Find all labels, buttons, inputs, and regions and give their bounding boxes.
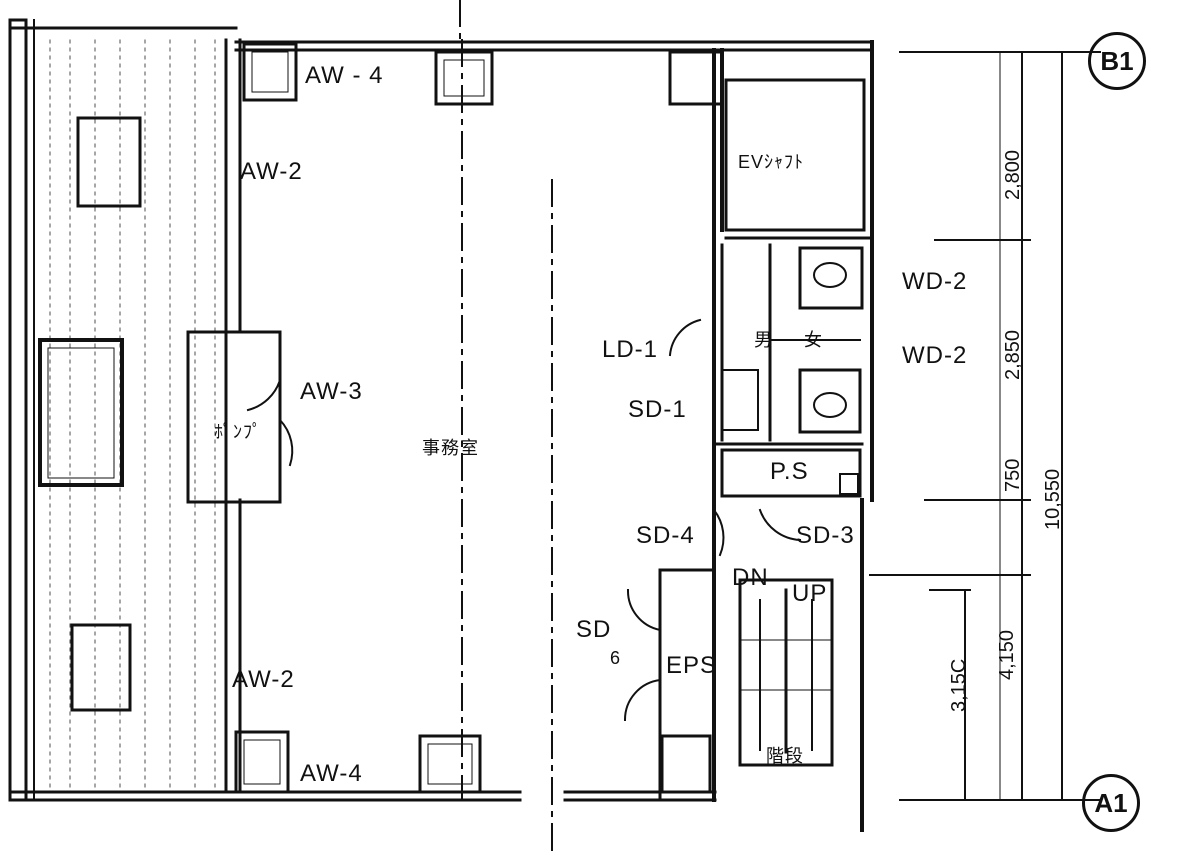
- column-box: [70, 623, 132, 712]
- label-stair: 階段: [766, 746, 804, 766]
- pump-room: [186, 330, 294, 504]
- dimension-2850: 2,850: [1002, 329, 1024, 380]
- dimension-4150: 4,150: [996, 629, 1018, 680]
- label-sd1: SD-1: [628, 396, 687, 423]
- label-dn: DN: [732, 564, 769, 591]
- center-lines: [459, 0, 553, 851]
- dimension-750: 750: [1002, 458, 1024, 492]
- axis-marker-b1: B1: [1088, 32, 1146, 90]
- column-solid: [38, 338, 124, 487]
- label-aw2-top: AW-2: [240, 158, 303, 185]
- label-ps: P.S: [770, 458, 809, 485]
- label-aw2-bottom: AW-2: [232, 666, 295, 693]
- left-exterior-wall: [8, 18, 238, 802]
- axis-marker-a1: A1: [1082, 774, 1140, 832]
- dimension-10550: 10,550: [1042, 468, 1064, 530]
- label-sd-number: 6: [610, 648, 622, 668]
- column-top-mid: [434, 50, 494, 106]
- label-aw4-bottom: AW-4: [300, 760, 363, 787]
- ev-shaft: [724, 78, 866, 232]
- label-aw4-top: AW - 4: [305, 62, 384, 89]
- column-box: [76, 116, 142, 208]
- pipe-shaft: [720, 448, 862, 498]
- label-aw3: AW-3: [300, 378, 363, 405]
- label-wc-female: 女: [804, 330, 823, 350]
- left-hatch-band: [49, 39, 216, 791]
- column-top-left: [242, 42, 298, 102]
- core-walls: [712, 40, 874, 832]
- label-up: UP: [792, 580, 828, 607]
- column-bottom-right: [660, 734, 712, 794]
- label-wc-male: 男: [754, 330, 773, 350]
- label-sd: SD: [576, 616, 612, 643]
- label-sd4: SD-4: [636, 522, 695, 549]
- wc-block: [712, 243, 864, 446]
- stair: [738, 578, 834, 767]
- label-main-room: 事務室: [422, 438, 479, 458]
- west-window-wall: [224, 38, 242, 792]
- label-eps: EPS: [666, 652, 718, 679]
- dimension-lines: [869, 51, 1101, 801]
- dimension-3150: 3,15C: [948, 658, 970, 712]
- label-wd2-a: WD-2: [902, 268, 968, 295]
- label-wd2-b: WD-2: [902, 342, 968, 369]
- label-ev-shaft: EVｼｬﾌﾄ: [738, 152, 805, 172]
- dimension-2800: 2,800: [1002, 149, 1024, 200]
- label-ld1: LD-1: [602, 336, 659, 363]
- eps-area: [623, 318, 802, 802]
- label-sd3: SD-3: [796, 522, 855, 549]
- label-pump-room: ﾎﾟﾝﾌﾟ: [214, 422, 262, 442]
- bottom-wall: [8, 790, 717, 802]
- top-wall: [234, 40, 872, 52]
